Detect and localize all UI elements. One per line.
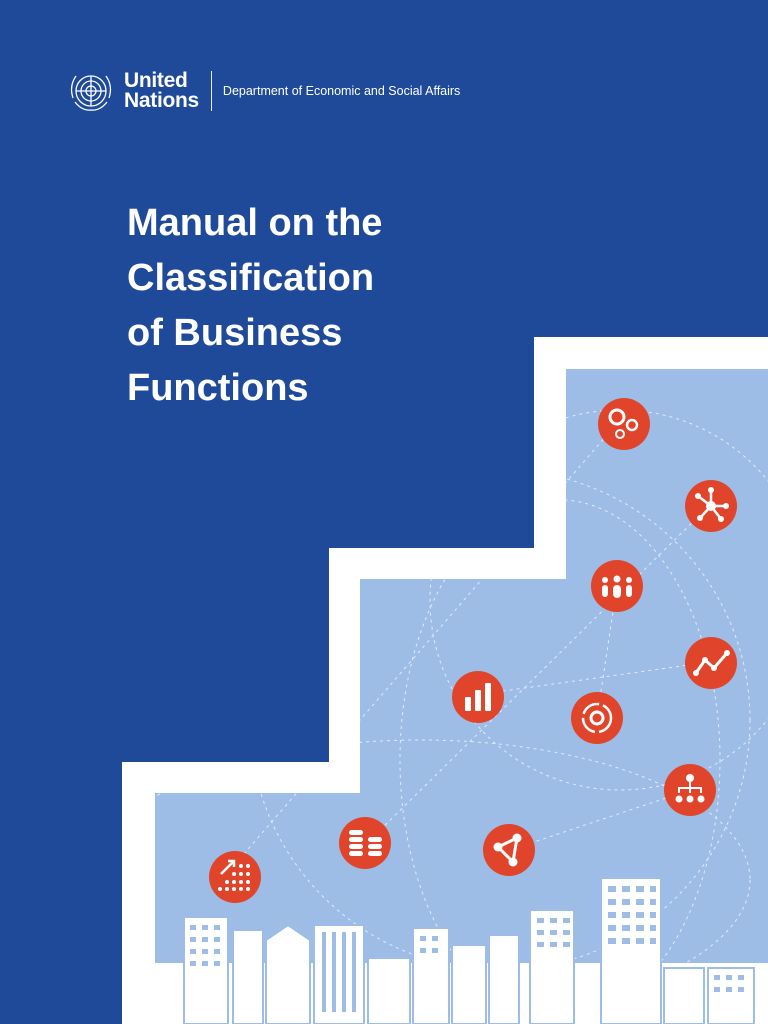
- network-icon: [685, 480, 737, 532]
- gears-icon: [598, 398, 650, 450]
- hierarchy-icon: [664, 764, 716, 816]
- org-name-line-2: Nations: [124, 89, 199, 112]
- un-emblem-icon: [70, 75, 112, 111]
- header: United Nations Department of Economic an…: [66, 66, 460, 116]
- organization-name: United Nations: [124, 69, 199, 112]
- coins-icon: [339, 817, 391, 869]
- people-icon: [591, 560, 643, 612]
- department-name: Department of Economic and Social Affair…: [222, 84, 461, 98]
- trend-line-icon: [685, 637, 737, 689]
- city-skyline: [155, 877, 768, 1024]
- refresh-gear-icon: [571, 692, 623, 744]
- title-line-4: Functions: [127, 367, 309, 409]
- org-name-line-1: United: [124, 69, 188, 92]
- share-icon: [483, 824, 535, 876]
- bar-chart-icon: [452, 671, 504, 723]
- title-line-1: Manual on the: [127, 202, 383, 244]
- header-divider: [210, 71, 212, 111]
- title-line-2: Classification: [127, 257, 375, 299]
- title-line-3: of Business: [127, 312, 343, 354]
- document-title: Manual on the Classification of Business…: [127, 196, 527, 416]
- growth-dots-icon: [209, 851, 261, 903]
